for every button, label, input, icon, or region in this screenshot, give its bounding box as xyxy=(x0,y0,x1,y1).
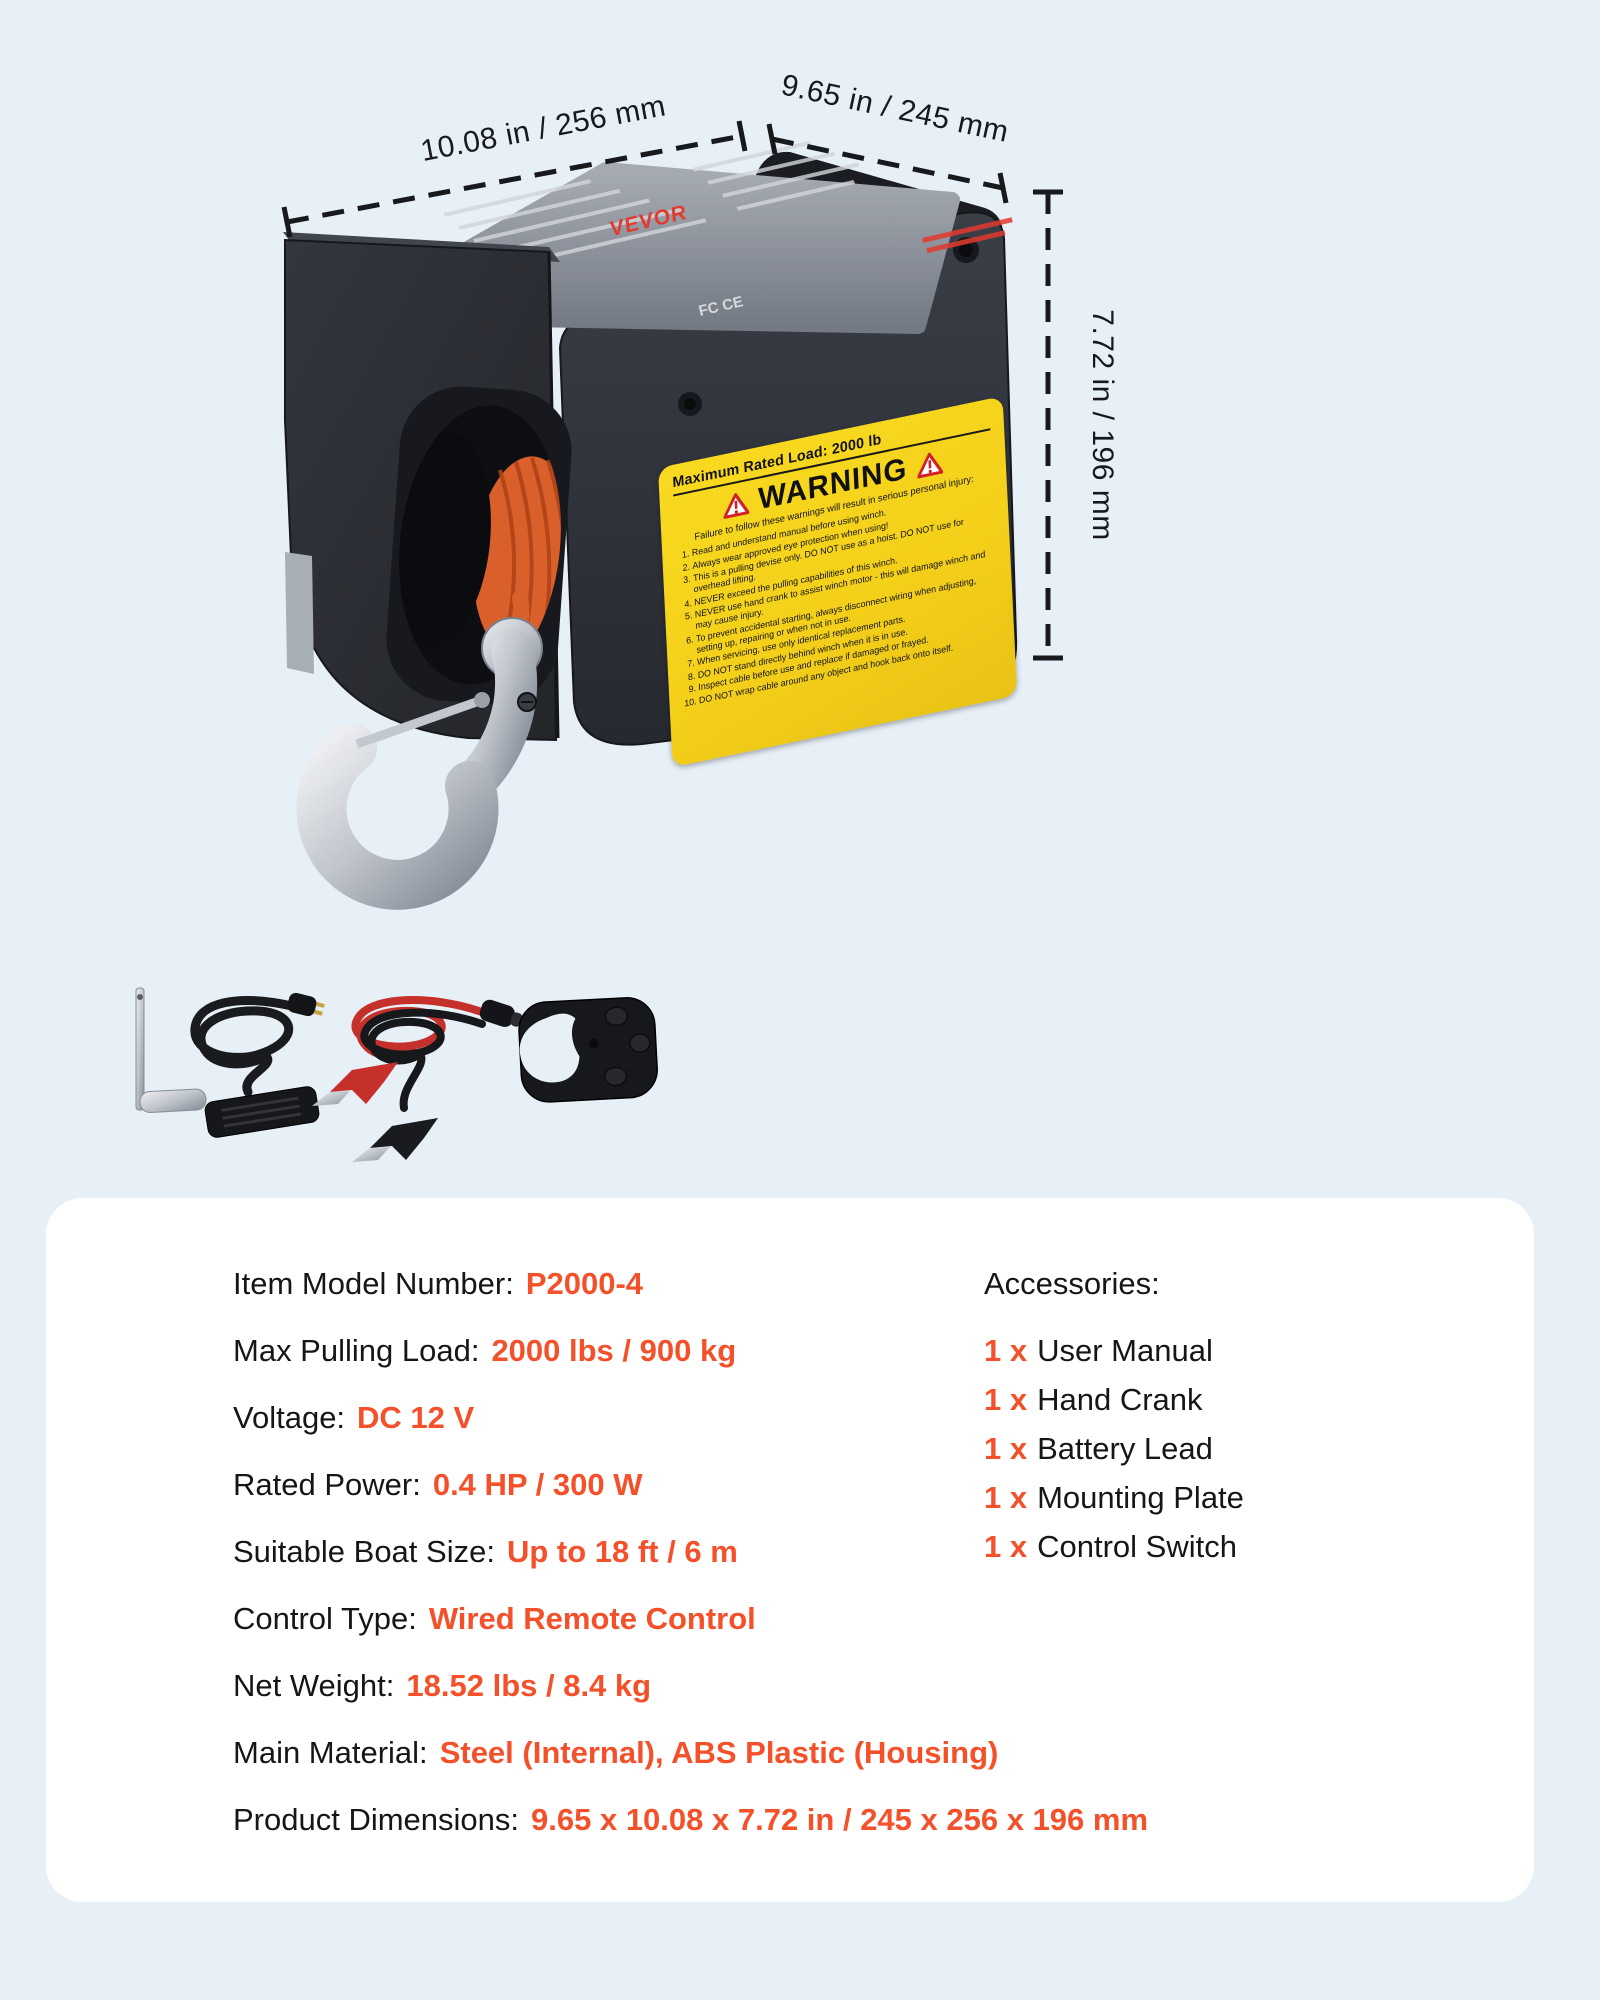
red-clip xyxy=(312,1062,398,1106)
spec-row: Suitable Boat Size: Up to 18 ft / 6 m xyxy=(233,1518,1148,1585)
battery-lead-photo xyxy=(312,996,523,1162)
spec-label: Item Model Number: xyxy=(233,1265,514,1301)
warning-label: Maximum Rated Load: 2000 lb WARNING Fail… xyxy=(658,396,1018,768)
product-scene: VEVOR FC CE xyxy=(135,69,1119,1162)
remote-plug xyxy=(287,992,325,1017)
hook xyxy=(296,617,543,910)
accessory-qty: 1 x xyxy=(984,1479,1028,1515)
spec-label: Max Pulling Load: xyxy=(233,1332,480,1368)
spec-label: Voltage: xyxy=(233,1399,346,1435)
spec-row: Item Model Number: P2000-4 xyxy=(233,1250,1148,1317)
mount-hole-inner xyxy=(684,398,696,410)
spec-value: 2000 lbs / 900 kg xyxy=(491,1332,737,1368)
spec-label: Main Material: xyxy=(233,1734,428,1770)
accessory-name: Mounting Plate xyxy=(1037,1479,1244,1515)
hand-crank-photo xyxy=(135,987,207,1113)
accessory-qty: 1 x xyxy=(984,1430,1028,1466)
spec-label: Net Weight: xyxy=(233,1667,395,1703)
spec-row: Control Type: Wired Remote Control xyxy=(233,1585,1148,1652)
plate-red-tagline xyxy=(922,217,1013,254)
spec-value: Up to 18 ft / 6 m xyxy=(506,1533,738,1569)
hook-latch xyxy=(355,695,484,749)
spec-label: Suitable Boat Size: xyxy=(233,1533,495,1569)
accessory-qty: 1 x xyxy=(984,1332,1028,1368)
dimension-width-label: 10.08 in / 256 mm xyxy=(418,89,668,168)
warning-title-row: WARNING xyxy=(673,434,992,535)
accessory-name: User Manual xyxy=(1037,1332,1213,1368)
spec-value: P2000-4 xyxy=(525,1265,644,1301)
spec-value: 18.52 lbs / 8.4 kg xyxy=(406,1667,652,1703)
accessory-name: Control Switch xyxy=(1037,1528,1237,1564)
rope-opening xyxy=(385,386,575,705)
dimension-height-label: 7.72 in / 196 mm xyxy=(1086,309,1119,540)
spec-label: Control Type: xyxy=(233,1600,417,1636)
accessories-title: Accessories: xyxy=(984,1265,1160,1301)
dimension-depth-label: 9.65 in / 245 mm xyxy=(778,69,1011,149)
warning-triangle-icon xyxy=(917,452,944,479)
dim-line-depth xyxy=(771,136,1004,191)
spec-row: Rated Power: 0.4 HP / 300 W xyxy=(233,1451,1148,1518)
mounting-plate-photo xyxy=(518,997,658,1103)
spec-label: Rated Power: xyxy=(233,1466,421,1502)
mounting-bracket xyxy=(285,552,314,674)
accessory-name: Battery Lead xyxy=(1037,1430,1213,1466)
spec-value: 9.65 x 10.08 x 7.72 in / 245 x 256 x 196… xyxy=(531,1801,1149,1837)
spec-row: Voltage: DC 12 V xyxy=(233,1384,1148,1451)
spec-row: Main Material: Steel (Internal), ABS Plas… xyxy=(233,1719,1148,1786)
accessories-photos xyxy=(135,987,658,1162)
spec-value: DC 12 V xyxy=(357,1399,475,1435)
spec-row: Max Pulling Load: 2000 lbs / 900 kg xyxy=(233,1317,1148,1384)
control-switch-photo xyxy=(190,992,325,1138)
dim-line-width xyxy=(286,133,743,225)
remote-paddle xyxy=(204,1086,320,1138)
accessory-qty: 1 x xyxy=(984,1528,1028,1564)
black-clip xyxy=(352,1118,438,1162)
rope-spool xyxy=(385,432,575,665)
warning-triangle-icon xyxy=(723,493,750,519)
spec-value: Steel (Internal), ABS Plastic (Housing) xyxy=(439,1734,999,1770)
winch-top-plate: VEVOR FC CE xyxy=(443,140,1013,334)
spec-row: Product Dimensions: 9.65 x 10.08 x 7.72 i… xyxy=(233,1786,1148,1853)
spec-value: 0.4 HP / 300 W xyxy=(432,1466,643,1502)
accessory-qty: 1 x xyxy=(984,1381,1028,1417)
spec-value: Wired Remote Control xyxy=(428,1600,756,1636)
dimension-ticks xyxy=(281,120,1063,661)
dimension-lines xyxy=(286,133,1051,658)
accessory-name: Hand Crank xyxy=(1037,1381,1203,1417)
mount-hole-inner xyxy=(959,243,973,257)
spec-label: Product Dimensions: xyxy=(233,1801,520,1837)
spec-row: Net Weight: 18.52 lbs / 8.4 kg xyxy=(233,1652,1148,1719)
